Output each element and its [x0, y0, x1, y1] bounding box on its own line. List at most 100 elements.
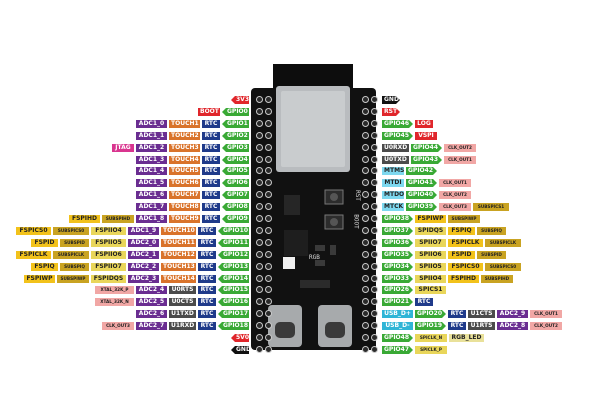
function-label-left: U0CTS — [169, 298, 196, 306]
pin-label-left: GPIO5 — [222, 167, 249, 175]
function-label-left: ADC2_5 — [136, 298, 167, 306]
function-label-right: SUBSPIWP — [448, 215, 480, 223]
header-pin — [265, 203, 272, 210]
function-label-left: ADC1_8 — [136, 215, 167, 223]
pin-label-left: GPIO3 — [222, 144, 249, 152]
header-pin — [371, 251, 378, 258]
header-pin — [371, 191, 378, 198]
function-label-right: RTC — [415, 298, 433, 306]
function-label-right: CLK_OUT2 — [439, 191, 471, 199]
function-label-left: CLK_OUT3 — [102, 322, 134, 330]
function-label-right: SUBSPICS0 — [485, 263, 521, 271]
function-label-left: SUBSPIHD — [102, 215, 134, 223]
function-label-right: FSPICS0 — [448, 263, 483, 271]
header-pin — [265, 286, 272, 293]
function-label-left: RTC — [202, 215, 220, 223]
header-pin — [256, 286, 263, 293]
pin-label-right: GPIO33 — [382, 275, 413, 283]
pin-label-right: GPIO41 — [406, 179, 437, 187]
header-pin — [371, 322, 378, 329]
function-label-right: U1CTS — [468, 310, 495, 318]
function-label-left: SUBSPIQ — [60, 263, 89, 271]
function-label-left: ADC1_3 — [136, 156, 167, 164]
function-label-right: CLK_OUT3 — [439, 203, 471, 211]
header-pin — [265, 310, 272, 317]
header-pin — [362, 298, 369, 305]
function-label-left: TOUCH9 — [169, 215, 200, 223]
function-label-right: CLK_OUT2 — [444, 144, 476, 152]
header-pin — [371, 179, 378, 186]
pin-label-left: GPIO12 — [218, 251, 249, 259]
function-label-left: XTAL_32K_P — [95, 286, 134, 294]
function-label-left: ADC2_6 — [136, 310, 167, 318]
function-label-left: BOOT — [198, 108, 220, 116]
pin-label-right: GPIO42 — [406, 167, 437, 175]
function-label-left: TOUCH12 — [161, 251, 196, 259]
function-label-right: CLK_OUT2 — [530, 322, 562, 330]
function-label-left: JTAG — [112, 144, 134, 152]
function-label-left: RTC — [202, 191, 220, 199]
pin-label-right: RST — [382, 108, 400, 116]
pin-label-left: GPIO13 — [218, 263, 249, 271]
header-pin — [256, 132, 263, 139]
header-pin — [265, 227, 272, 234]
function-label-left: ADC2_0 — [128, 239, 159, 247]
function-label-right: SPICLK_P — [415, 346, 447, 354]
header-pin — [256, 298, 263, 305]
rgb-label: RGB — [309, 254, 320, 261]
function-label-left: RTC — [198, 298, 216, 306]
pin-label-right: GPIO19 — [415, 322, 446, 330]
pin-label-left: GPIO11 — [218, 239, 249, 247]
pin-label-right: GPIO20 — [415, 310, 446, 318]
header-pin — [371, 132, 378, 139]
header-pin — [256, 96, 263, 103]
header-pin — [256, 156, 263, 163]
function-label-left: RTC — [198, 251, 216, 259]
function-label-left: ADC1_7 — [136, 203, 167, 211]
header-pin — [371, 108, 378, 115]
header-pin — [256, 275, 263, 282]
header-pin — [362, 251, 369, 258]
header-pin — [265, 120, 272, 127]
function-label-right: FSPICLK — [448, 239, 483, 247]
pin-label-right: GPIO46 — [382, 120, 413, 128]
header-pin — [265, 215, 272, 222]
function-label-left: TOUCH1 — [169, 120, 200, 128]
function-label-right: SPIIO4 — [415, 275, 446, 283]
function-label-left: ADC1_2 — [136, 144, 167, 152]
header-pin — [256, 227, 263, 234]
function-label-right: FSPIQ — [448, 227, 475, 235]
function-label-left: TOUCH4 — [169, 156, 200, 164]
header-pin — [256, 310, 263, 317]
function-label-right: SUBSPICLK — [485, 239, 521, 247]
function-label-left: TOUCH14 — [161, 275, 196, 283]
function-label-left: XTAL_32K_N — [95, 298, 134, 306]
boot-label: BOOT — [352, 214, 360, 229]
prefix-label-right: U0TXD — [382, 156, 409, 164]
header-pin — [371, 144, 378, 151]
header-pin — [362, 167, 369, 174]
header-pin — [362, 156, 369, 163]
pin-label-right: GPIO37 — [382, 227, 413, 235]
header-pin — [265, 298, 272, 305]
function-label-left: TOUCH10 — [161, 227, 196, 235]
function-label-left: RTC — [198, 263, 216, 271]
pin-label-left: GPIO2 — [222, 132, 249, 140]
function-label-left: RTC — [198, 322, 216, 330]
header-pin — [265, 346, 272, 353]
header-pin — [362, 120, 369, 127]
header-pin — [265, 167, 272, 174]
function-label-right: ADC2_9 — [497, 310, 528, 318]
header-pin — [362, 239, 369, 246]
function-label-left: TOUCH8 — [169, 203, 200, 211]
pin-label-left: GND — [231, 346, 249, 354]
header-pin — [362, 132, 369, 139]
function-label-left: FSPIQ — [31, 263, 58, 271]
function-label-left: RTC — [202, 167, 220, 175]
function-label-left: FSPID — [31, 239, 58, 247]
pin-label-left: GPIO14 — [218, 275, 249, 283]
header-pin — [362, 215, 369, 222]
header-pin — [256, 322, 263, 329]
function-label-left: RTC — [198, 310, 216, 318]
